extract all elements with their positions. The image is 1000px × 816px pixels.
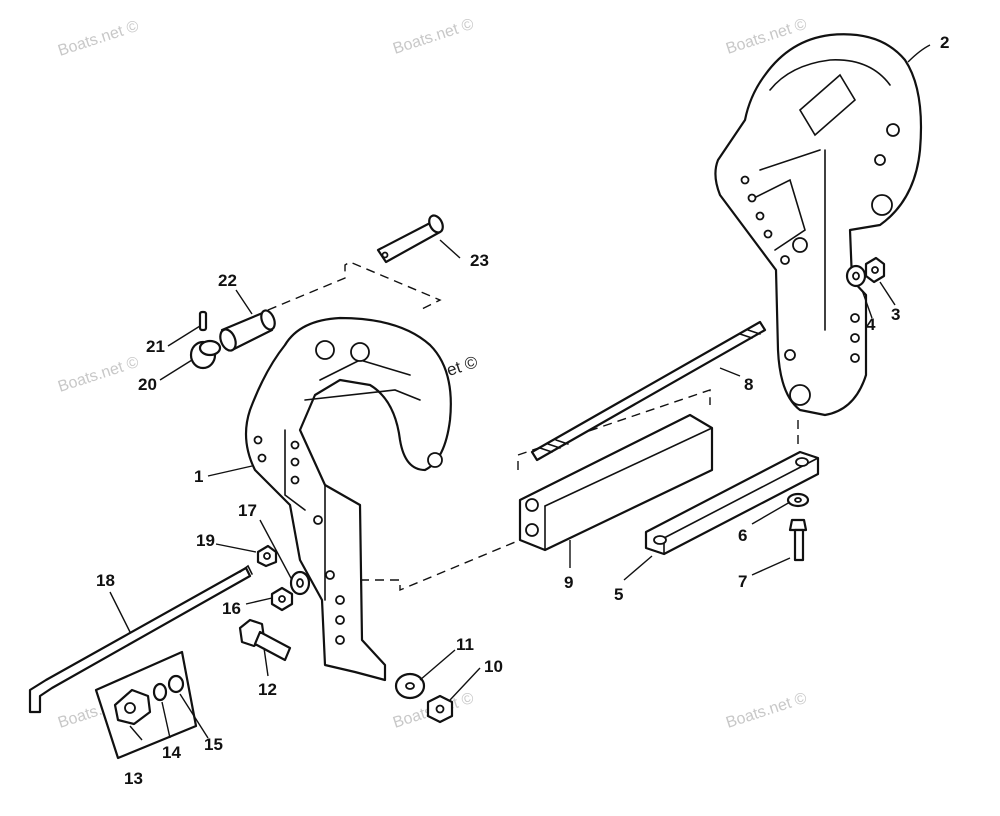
callout-14: 14 bbox=[162, 743, 181, 762]
bar-5 bbox=[644, 450, 820, 556]
callout-15: 15 bbox=[204, 735, 223, 754]
callout-4: 4 bbox=[866, 315, 876, 334]
watermark: Boats.net © bbox=[724, 690, 809, 732]
callout-2: 2 bbox=[940, 33, 949, 52]
callout-20: 20 bbox=[138, 375, 157, 394]
watermark: Boats.net © bbox=[56, 354, 141, 396]
cotter-pin-21 bbox=[198, 310, 208, 332]
assembly-dashed-lines bbox=[267, 261, 799, 592]
bolt-12 bbox=[238, 618, 292, 662]
washer-nut-10-11 bbox=[394, 672, 454, 724]
watermark: Boats.net © bbox=[391, 16, 476, 58]
washer-6 bbox=[786, 492, 810, 508]
callout-23: 23 bbox=[470, 251, 489, 270]
bolt-7 bbox=[788, 518, 808, 562]
callout-16: 16 bbox=[222, 599, 241, 618]
callout-labels: 1 2 3 4 5 6 7 8 9 10 11 12 13 14 15 16 1… bbox=[96, 33, 949, 788]
callout-leaders bbox=[109, 44, 931, 741]
rod-18 bbox=[28, 564, 253, 714]
callout-10: 10 bbox=[484, 657, 503, 676]
callout-18: 18 bbox=[96, 571, 115, 590]
fitting-kit-13-14-15 bbox=[94, 650, 198, 760]
clamp-bracket-left bbox=[244, 316, 452, 682]
washer-nut-3-4 bbox=[845, 256, 886, 288]
callout-1: 1 bbox=[194, 467, 203, 486]
callout-22: 22 bbox=[218, 271, 237, 290]
washer-nut-16-17 bbox=[270, 570, 311, 612]
callout-3: 3 bbox=[891, 305, 900, 324]
callout-21: 21 bbox=[146, 337, 165, 356]
callout-6: 6 bbox=[738, 526, 747, 545]
bushing-22 bbox=[219, 309, 276, 352]
cap-20 bbox=[189, 339, 222, 370]
callout-11: 11 bbox=[456, 635, 474, 654]
callout-8: 8 bbox=[744, 375, 753, 394]
callout-9: 9 bbox=[564, 573, 573, 592]
pin-23 bbox=[376, 214, 444, 264]
clamp-bracket-right bbox=[714, 33, 923, 417]
callout-19: 19 bbox=[196, 531, 215, 550]
watermark: Boats.net © bbox=[56, 18, 141, 60]
callout-13: 13 bbox=[124, 769, 143, 788]
spacer-9 bbox=[518, 413, 714, 552]
callout-7: 7 bbox=[738, 572, 747, 591]
threaded-rod-8 bbox=[530, 320, 767, 462]
nut-19 bbox=[256, 544, 278, 568]
callout-5: 5 bbox=[614, 585, 623, 604]
callout-17: 17 bbox=[238, 501, 257, 520]
callout-12: 12 bbox=[258, 680, 277, 699]
